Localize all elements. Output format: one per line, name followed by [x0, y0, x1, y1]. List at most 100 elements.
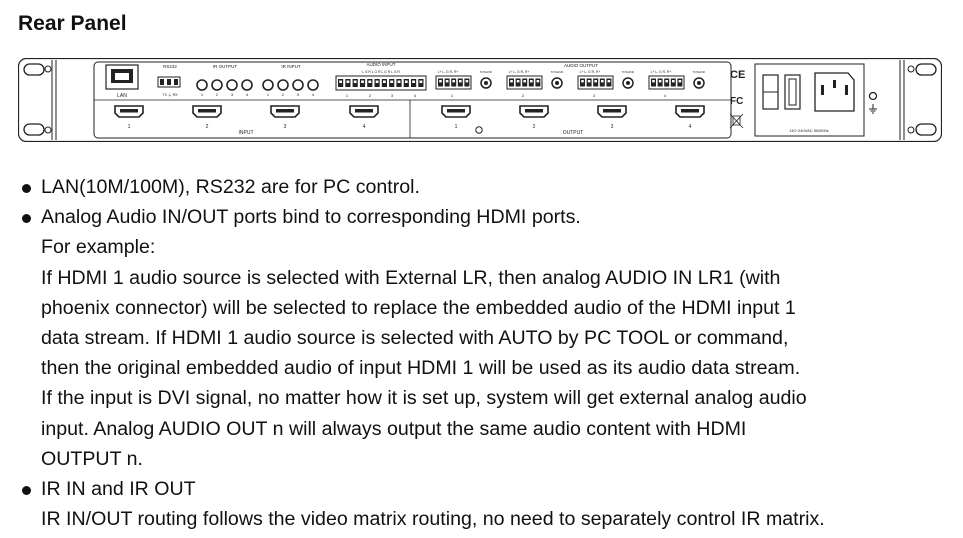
- audio-output-block: L+ L- G R- R+ TOSLINK 3: [577, 70, 635, 98]
- rear-panel-svg: LAN RS232 TX ⏚ RX IR OUTPUT 1 2 3 4 IR I…: [18, 58, 942, 142]
- port-number: 1: [451, 93, 454, 98]
- weee-bin-icon: [729, 113, 744, 129]
- port-number: 1: [455, 124, 458, 130]
- bullet-text: input. Analog AUDIO OUT n will always ou…: [41, 417, 747, 440]
- lan-port: LAN: [105, 64, 139, 99]
- toslink-port-icon: [693, 77, 705, 89]
- terminal-pin: [515, 78, 521, 87]
- toslink-port-icon: [551, 77, 563, 89]
- toslink-label: TOSLINK: [480, 70, 493, 74]
- hdmi-port-icon: 3: [270, 105, 300, 130]
- bullet-dot-icon: [22, 184, 31, 193]
- hdmi-port-icon: 1: [114, 105, 144, 130]
- port-number: 4: [312, 92, 315, 97]
- bullet-text: phoenix connector) will be selected to r…: [41, 296, 796, 319]
- bullet-list: LAN(10M/100M), RS232 are for PC control.…: [22, 172, 957, 534]
- terminal-pin: [677, 78, 683, 87]
- audio-out-pins: L+ L- G R- R+: [509, 70, 530, 74]
- port-number: 4: [689, 124, 692, 130]
- mounting-ear-icon: [899, 60, 937, 140]
- audio-output-block: L+ L- G R- R+ TOSLINK 1: [435, 70, 493, 98]
- terminal-pin: [599, 78, 605, 87]
- mounting-ear-icon: [23, 60, 57, 140]
- hdmi-port-icon: 4: [349, 105, 379, 130]
- hdmi-port-icon: 2: [519, 105, 549, 130]
- port-number: 3: [231, 92, 234, 97]
- terminal-pin: [593, 78, 599, 87]
- fc-mark: FC: [730, 96, 743, 107]
- bullet-text: LAN(10M/100M), RS232 are for PC control.: [41, 176, 420, 198]
- port-number: 2: [216, 92, 219, 97]
- rs232-port: RS232 TX ⏚ RX: [157, 64, 181, 97]
- terminal-pin: [438, 78, 443, 87]
- toslink-label: TOSLINK: [622, 70, 635, 74]
- terminal-pin: [522, 78, 528, 87]
- hdmi-port-icon: 4: [675, 105, 705, 130]
- audio-output-blocks: L+ L- G R- R+ TOSLINK 1 L+ L- G R- R+ TOSLIN…: [435, 70, 706, 98]
- audio-out-pins: L+ L- G R- R+: [438, 70, 459, 74]
- ethernet-port-icon: [111, 69, 133, 83]
- terminal-pin: [528, 78, 534, 87]
- port-number: 2: [533, 124, 536, 130]
- bullet-text: If the input is DVI signal, no matter ho…: [41, 387, 807, 410]
- port-number: 4: [246, 92, 249, 97]
- bullet-text: IR IN/OUT routing follows the video matr…: [41, 508, 825, 531]
- input-label: INPUT: [239, 130, 254, 136]
- ir-input-label: IR INPUT: [281, 64, 301, 69]
- terminal-pin: [606, 78, 612, 87]
- audio-input-pins: L G R L G R L G R L G R: [362, 70, 400, 74]
- terminal-pin: [444, 78, 450, 87]
- ce-mark: CE: [730, 69, 745, 81]
- bullet-item: IR IN and IR OUT IR IN/OUT routing follo…: [22, 474, 957, 534]
- hdmi-port-icon: 3: [597, 105, 627, 130]
- port-number: 3: [593, 93, 596, 98]
- hdmi-port-icon: 2: [192, 105, 222, 130]
- port-number: 2: [282, 92, 285, 97]
- terminal-pin: [670, 78, 676, 87]
- port-number: 3: [284, 124, 287, 130]
- port-number: 4: [664, 93, 667, 98]
- bullet-text: For example:: [41, 236, 156, 259]
- audio-input-label: AUDIO INPUT: [366, 62, 395, 67]
- bullet-text: IR IN and IR OUT: [41, 478, 196, 501]
- audio-out-pins: L+ L- G R- R+: [580, 70, 601, 74]
- port-number: 3: [391, 93, 394, 98]
- bullet-text: OUTPUT n.: [41, 447, 143, 470]
- bullet-text: Analog Audio IN/OUT ports bind to corres…: [41, 206, 581, 229]
- audio-output-block: L+ L- G R- R+ TOSLINK 2: [506, 70, 564, 98]
- terminal-pin: [509, 78, 514, 87]
- port-number: 2: [369, 93, 372, 98]
- rs232-pins: TX ⏚ RX: [162, 92, 178, 97]
- rocker-switch-icon: [762, 74, 801, 110]
- toslink-label: TOSLINK: [551, 70, 564, 74]
- port-number: 3: [611, 124, 614, 130]
- toslink-label: TOSLINK: [693, 70, 706, 74]
- port-number: 1: [267, 92, 270, 97]
- port-number: 1: [128, 124, 131, 130]
- terminal-pin: [586, 78, 592, 87]
- terminal-pin: [457, 78, 463, 87]
- ir-input-group: IR INPUT 1 2 3 4: [262, 64, 319, 97]
- power-socket-icon: [814, 72, 855, 112]
- port-number: 2: [206, 124, 209, 130]
- power-module: 110~240VAC 50/60Hz: [754, 63, 865, 137]
- ground-icon: [868, 91, 878, 114]
- terminal-pin: [464, 78, 470, 87]
- bullet-item: LAN(10M/100M), RS232 are for PC control.: [22, 172, 957, 202]
- port-number: 4: [414, 93, 417, 98]
- rs232-label: RS232: [163, 64, 177, 69]
- port-number: 2: [522, 93, 525, 98]
- page-title: Rear Panel: [18, 12, 127, 35]
- rear-panel-diagram: LAN RS232 TX ⏚ RX IR OUTPUT 1 2 3 4 IR I…: [18, 58, 942, 142]
- audio-output-label: AUDIO OUTPUT: [564, 63, 598, 68]
- output-label: OUTPUT: [563, 130, 584, 136]
- bullet-text: data stream. If HDMI 1 audio source is s…: [41, 327, 789, 350]
- terminal-pin: [657, 78, 663, 87]
- port-number: 1: [346, 93, 349, 98]
- terminal-pin: [651, 78, 656, 87]
- ir-output-group: IR OUTPUT 1 2 3 4: [196, 64, 253, 97]
- audio-input-group: AUDIO INPUT L G R L G R L G R L G R 1 2 …: [335, 62, 427, 98]
- port-number: 4: [363, 124, 366, 130]
- hdmi-port-row: 1 2 3 4 1 2 3 4: [114, 105, 705, 130]
